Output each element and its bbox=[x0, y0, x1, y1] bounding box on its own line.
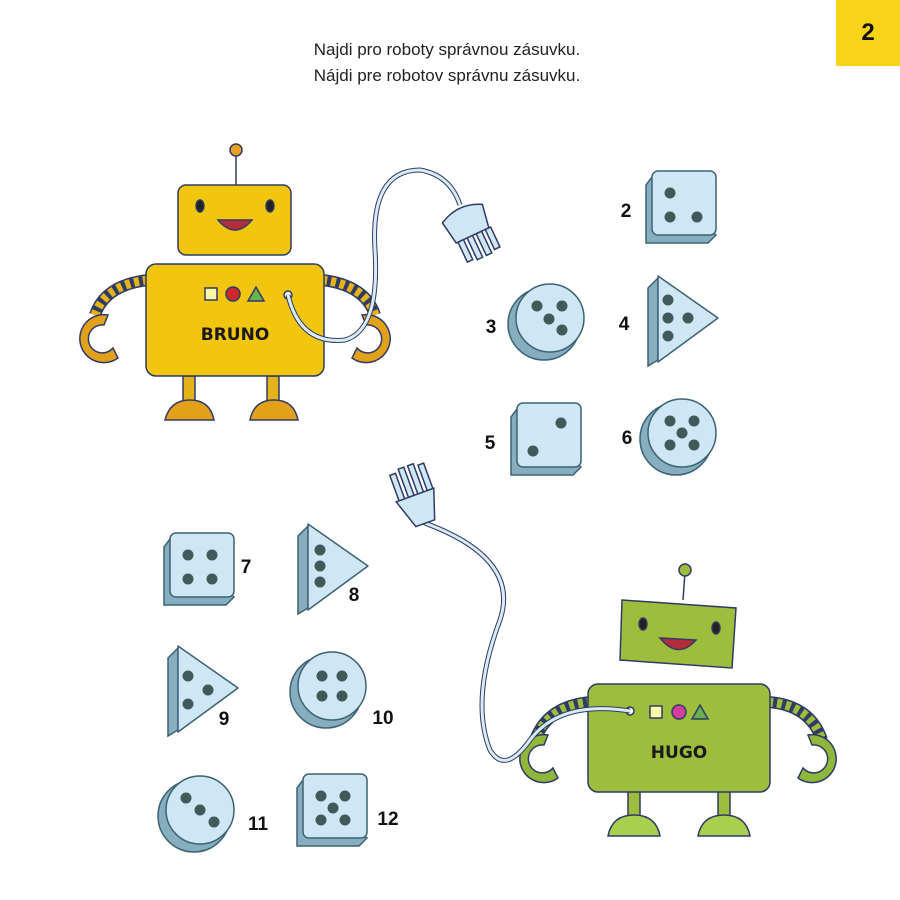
socket-hole bbox=[664, 187, 676, 199]
socket-hole bbox=[527, 445, 539, 457]
socket-hole bbox=[182, 573, 194, 585]
socket-side bbox=[167, 646, 179, 738]
socket-label: 11 bbox=[248, 814, 269, 835]
socket-face bbox=[651, 170, 717, 236]
socket-hole bbox=[676, 427, 688, 439]
socket-10[interactable] bbox=[289, 651, 367, 729]
hugo-cable-plug bbox=[388, 462, 631, 763]
socket-hole bbox=[202, 684, 214, 696]
socket-hole bbox=[662, 330, 674, 342]
socket-hole bbox=[688, 415, 700, 427]
socket-hole bbox=[664, 439, 676, 451]
socket-hole bbox=[315, 814, 327, 826]
socket-hole bbox=[194, 804, 206, 816]
socket-side bbox=[647, 276, 659, 368]
robot-name-bruno: BRUNO bbox=[201, 325, 270, 345]
socket-hole bbox=[316, 690, 328, 702]
socket-hole bbox=[182, 670, 194, 682]
socket-9[interactable] bbox=[167, 645, 239, 738]
socket-hole bbox=[543, 313, 555, 325]
socket-hole bbox=[314, 560, 326, 572]
socket-hole bbox=[556, 300, 568, 312]
socket-label: 5 bbox=[485, 433, 496, 454]
socket-hole bbox=[182, 549, 194, 561]
socket-hole bbox=[314, 576, 326, 588]
socket-hole bbox=[206, 549, 218, 561]
socket-hole bbox=[336, 670, 348, 682]
socket-face bbox=[516, 402, 582, 468]
socket-hole bbox=[664, 415, 676, 427]
socket-hole bbox=[682, 312, 694, 324]
bruno-cable-plug bbox=[285, 167, 501, 343]
page-number-badge: 2 bbox=[836, 0, 900, 66]
socket-label: 4 bbox=[619, 314, 630, 335]
socket-hole bbox=[691, 211, 703, 223]
socket-8[interactable] bbox=[297, 523, 369, 616]
socket-face bbox=[297, 651, 367, 721]
socket-label: 6 bbox=[622, 428, 633, 449]
socket-12[interactable] bbox=[296, 773, 369, 847]
socket-label: 9 bbox=[219, 709, 230, 730]
socket-7[interactable] bbox=[163, 532, 236, 606]
socket-side bbox=[297, 524, 309, 616]
robot-name-hugo: HUGO bbox=[651, 743, 707, 763]
socket-label: 12 bbox=[377, 809, 398, 830]
socket-6[interactable] bbox=[639, 398, 717, 476]
socket-label: 10 bbox=[372, 708, 393, 729]
socket-label: 2 bbox=[621, 201, 632, 222]
socket-hole bbox=[555, 417, 567, 429]
socket-5[interactable] bbox=[510, 402, 583, 476]
socket-label: 8 bbox=[349, 585, 360, 606]
robot-hugo bbox=[519, 563, 837, 837]
socket-hole bbox=[662, 294, 674, 306]
instruction-czech: Najdi pro roboty správnou zásuvku. bbox=[313, 40, 581, 59]
socket-hole bbox=[336, 690, 348, 702]
socket-hole bbox=[688, 439, 700, 451]
socket-hole bbox=[662, 312, 674, 324]
socket-11[interactable] bbox=[157, 775, 235, 853]
socket-hole bbox=[316, 670, 328, 682]
socket-4[interactable] bbox=[647, 275, 719, 368]
socket-hole bbox=[208, 816, 220, 828]
socket-hole bbox=[556, 324, 568, 336]
socket-hole bbox=[180, 792, 192, 804]
socket-hole bbox=[339, 814, 351, 826]
socket-hole bbox=[315, 790, 327, 802]
socket-hole bbox=[327, 802, 339, 814]
socket-grid: 2 3 4 5 6 7 8 9 10 11 12 bbox=[157, 170, 719, 853]
robot-bruno bbox=[79, 143, 391, 421]
socket-label: 7 bbox=[241, 557, 252, 578]
socket-hole bbox=[531, 300, 543, 312]
socket-face bbox=[169, 532, 235, 598]
socket-hole bbox=[664, 211, 676, 223]
socket-label: 3 bbox=[486, 317, 497, 338]
socket-hole bbox=[182, 698, 194, 710]
instruction-slovak: Nájdi pre robotov správnu zásuvku. bbox=[313, 66, 581, 85]
socket-2[interactable] bbox=[645, 170, 718, 244]
socket-3[interactable] bbox=[507, 283, 585, 361]
socket-hole bbox=[339, 790, 351, 802]
socket-hole bbox=[314, 544, 326, 556]
socket-hole bbox=[206, 573, 218, 585]
